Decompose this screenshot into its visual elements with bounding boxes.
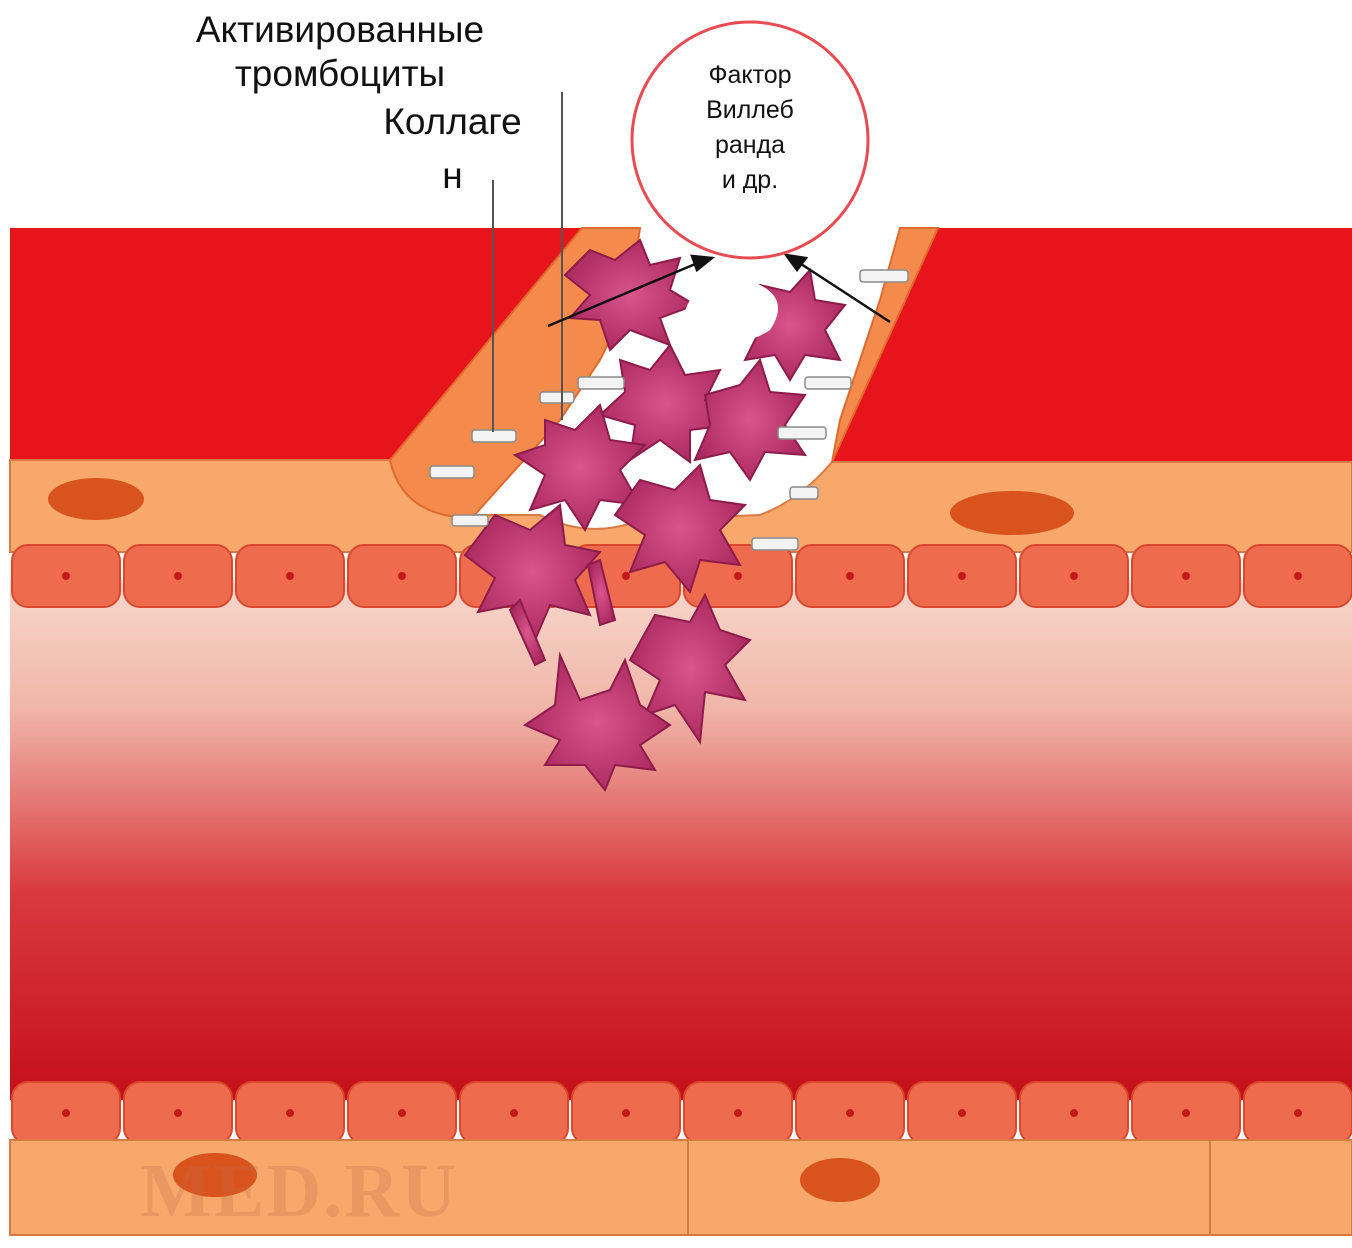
watermark: MED.RU [140,1148,458,1235]
cell-nucleus [958,1109,966,1117]
cell-nucleus [510,1109,518,1117]
cell-nucleus [286,1109,294,1117]
wall-nucleus [48,478,144,520]
cell-nucleus [62,1109,70,1117]
cell-nucleus [398,572,406,580]
cell-nucleus [846,572,854,580]
von-willebrand-label: Фактор Виллеб ранда и др. [640,58,860,198]
cell-nucleus [734,1109,742,1117]
collagen-label: Коллаге н [345,95,560,202]
cell-nucleus [1070,572,1078,580]
arrow-right-head [786,255,806,270]
cell-nucleus [1294,572,1302,580]
cell-nucleus [958,572,966,580]
activated-platelets-label: Активированные тромбоциты [150,8,530,97]
cell-nucleus [622,1109,630,1117]
cell-nucleus [846,1109,854,1117]
cell-nucleus [1182,1109,1190,1117]
cell-nucleus [398,1109,406,1117]
cell-nucleus [286,572,294,580]
cell-nucleus [174,1109,182,1117]
wall-nucleus [800,1158,880,1202]
arrow-left-head [692,256,712,270]
cell-nucleus [1070,1109,1078,1117]
cell-nucleus [1182,572,1190,580]
cell-nucleus [62,572,70,580]
cell-nucleus [1294,1109,1302,1117]
cell-nucleus [174,572,182,580]
wall-nucleus [950,491,1074,535]
cell-nucleus [734,572,742,580]
